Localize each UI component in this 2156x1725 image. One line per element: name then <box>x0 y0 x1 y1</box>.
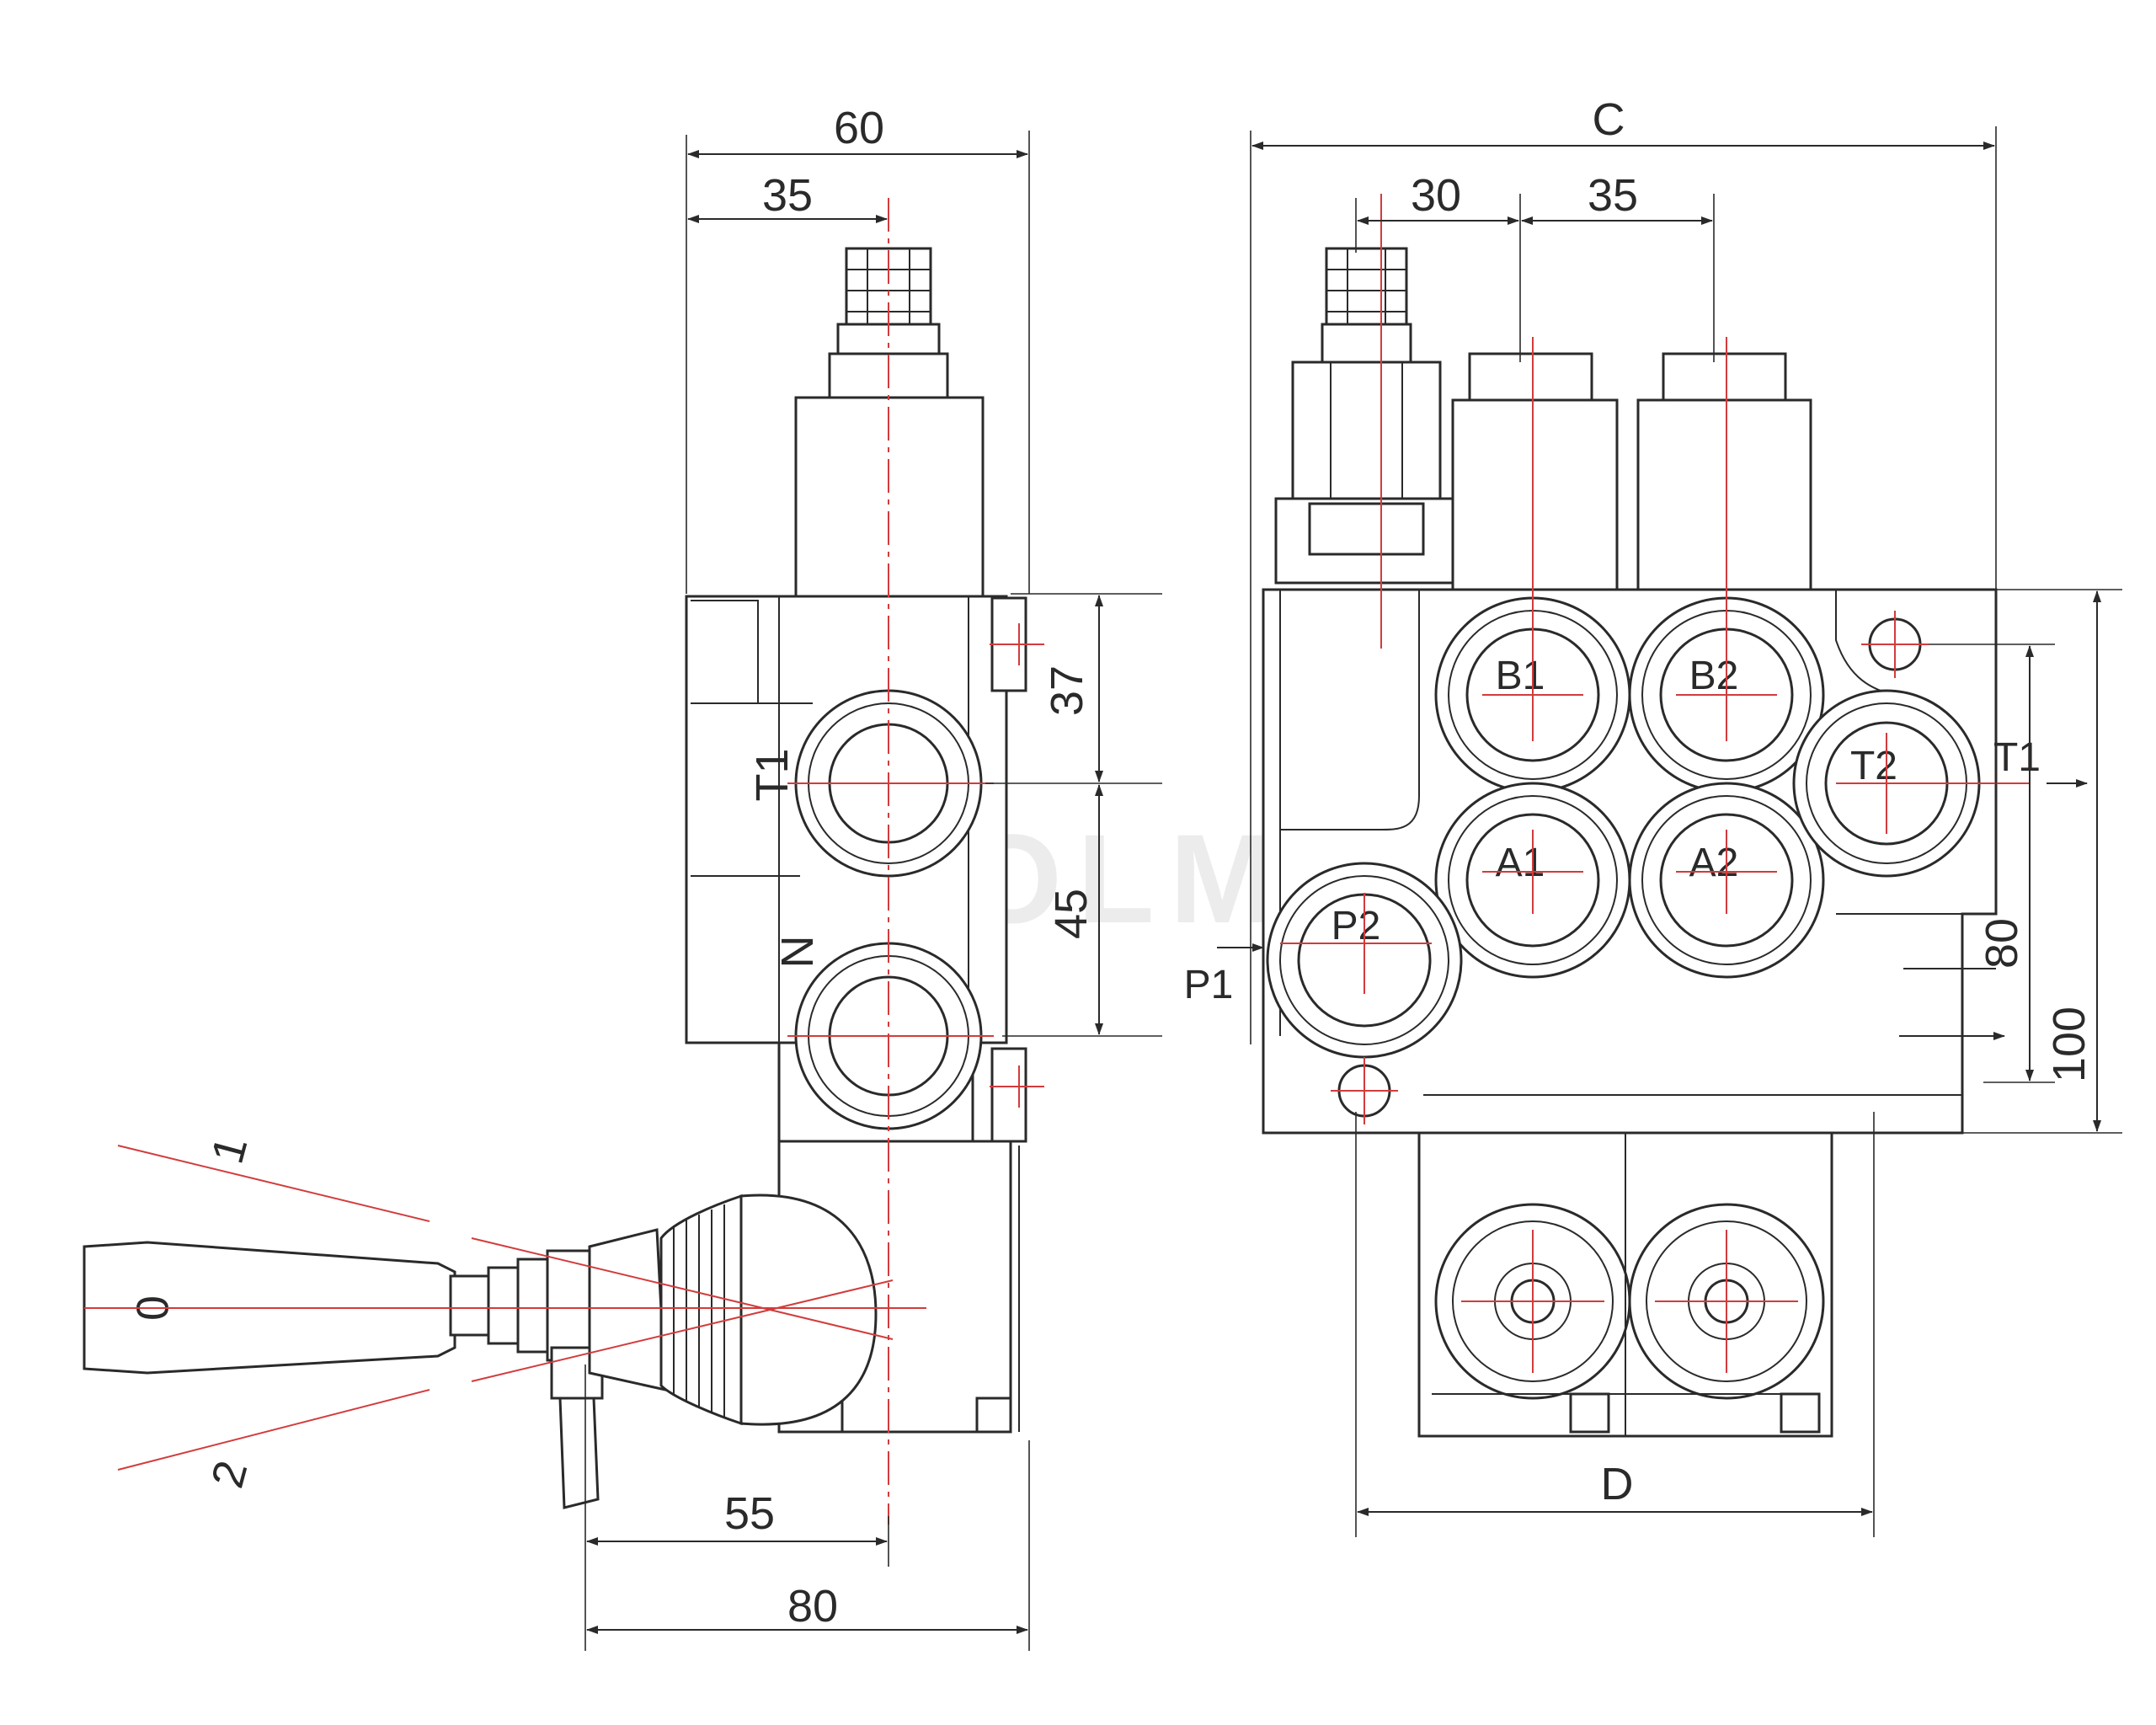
port-label-t1: T1 <box>747 748 798 801</box>
dim-d: D <box>1601 1459 1634 1509</box>
port-label-a1: A1 <box>1496 841 1545 885</box>
port-label-p1: P1 <box>1184 963 1234 1007</box>
front-relief-valve <box>1274 247 1467 585</box>
port-label-p2: P2 <box>1331 904 1381 948</box>
port-label-b2: B2 <box>1689 654 1739 698</box>
dim-c: C <box>1593 94 1625 145</box>
dim-45: 45 <box>1046 889 1097 939</box>
dim-80-bottom: 80 <box>787 1581 838 1632</box>
dim-55: 55 <box>724 1488 775 1539</box>
port-label-t2: T2 <box>1850 744 1897 788</box>
port-label-b1: B1 <box>1496 654 1545 698</box>
dim-100: 100 <box>2044 1007 2095 1082</box>
dim-35-front: 35 <box>1588 170 1638 221</box>
port-label-a2: A2 <box>1689 841 1739 885</box>
port-label-n: N <box>772 936 823 969</box>
dim-35: 35 <box>762 170 813 221</box>
dim-30: 30 <box>1411 170 1461 221</box>
dim-37: 37 <box>1042 665 1092 716</box>
control-lever <box>83 1194 878 1509</box>
side-view: T1 N 0 1 2 <box>83 103 1162 1651</box>
front-spool-caps-top <box>1451 352 1812 591</box>
lever-position-2: 2 <box>202 1455 258 1493</box>
front-spool-caps-bottom <box>1417 1131 1833 1438</box>
port-label-t1-front: T1 <box>1993 735 2041 780</box>
dim-80-front: 80 <box>1977 918 2027 969</box>
front-view: B1 B2 A1 A2 T2 P2 P1 T1 <box>1184 94 2122 1537</box>
lever-position-1: 1 <box>202 1131 258 1169</box>
dim-60: 60 <box>834 103 884 153</box>
